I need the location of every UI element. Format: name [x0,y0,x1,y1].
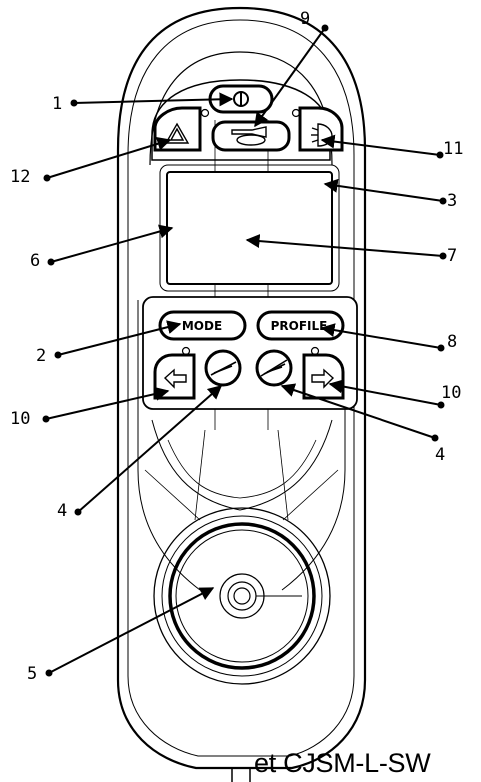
mode-button-label: MODE [182,319,222,333]
callout-labels: 1 9 12 11 3 6 7 2 8 10 10 4 4 5 [10,9,463,684]
lights-button[interactable] [298,106,344,152]
horn-button[interactable] [211,120,291,152]
speed-decrease-button[interactable] [204,349,242,387]
callout-5: 5 [27,664,37,684]
display-screen [159,164,340,292]
hazard-triangle-icon [164,122,190,144]
joystick[interactable] [153,507,331,685]
callout-9: 9 [300,9,310,29]
model-caption: et CJSM-L-SW [254,748,431,778]
speed-increase-icon [260,359,288,377]
housing [116,6,367,770]
callout-4-right: 4 [435,445,445,465]
hazard-button[interactable] [153,106,202,152]
speed-decrease-icon [210,361,237,376]
horn-icon [231,126,267,146]
hazard-indicator-led [200,108,210,118]
left-indicator-led [181,346,191,356]
callout-12: 12 [10,167,30,187]
profile-button[interactable]: PROFILE [256,310,345,341]
callout-2: 2 [36,346,46,366]
callout-11: 11 [443,139,463,159]
callout-6: 6 [30,251,40,271]
lights-indicator-led [291,108,301,118]
right-indicator-button[interactable] [302,353,345,400]
callout-4-left: 4 [57,501,67,521]
callout-7: 7 [447,246,457,266]
callout-lines [45,27,444,674]
profile-button-label: PROFILE [271,319,328,333]
right-indicator-led [310,346,320,356]
callout-3: 3 [447,191,457,211]
left-arrow-icon [163,368,187,389]
cable [231,768,251,782]
left-indicator-button[interactable] [153,353,196,400]
callout-1: 1 [52,94,62,114]
callout-10-right: 10 [441,383,461,403]
callout-10-left: 10 [10,409,30,429]
right-arrow-icon [311,368,335,389]
speed-increase-button[interactable] [255,349,293,387]
callout-dots [42,24,447,677]
power-icon [233,91,249,107]
callout-8: 8 [447,332,457,352]
